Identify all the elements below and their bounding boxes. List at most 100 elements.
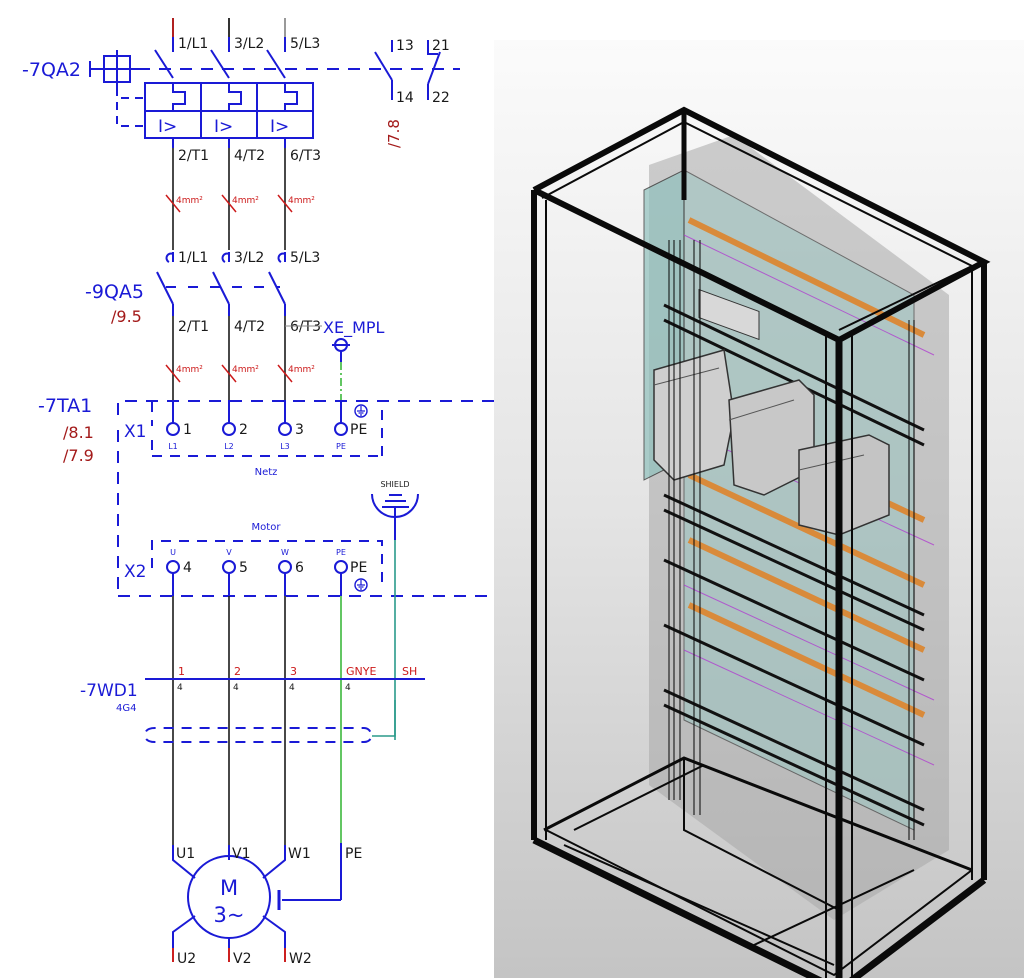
terminal-label: 6/T3: [290, 148, 321, 164]
drive-7TA1-tag: -7TA1: [38, 395, 92, 417]
motor-type-3phase: 3~: [214, 903, 245, 927]
aux-contact-22: 22: [432, 90, 450, 106]
terminal-label: V: [226, 548, 232, 557]
trip-symbol: I>: [214, 117, 233, 137]
aux-contact-21: 21: [432, 38, 450, 54]
cable-core-name: 2: [234, 665, 241, 678]
ground-icon: [354, 404, 368, 418]
wire-cross-section: 4mm²: [232, 196, 259, 206]
terminal-X1-3[interactable]: 3 L3: [278, 400, 304, 451]
cable-tag: -7WD1: [80, 681, 138, 701]
switch-9QA5[interactable]: -9QA5 /9.5 1/L1 3/L2 5/L3 2/T1 4/T2 6/T3: [85, 250, 321, 335]
cross-reference[interactable]: /8.1: [63, 423, 94, 442]
breaker-7QA2-tag: -7QA2: [22, 59, 81, 81]
pe-rail-XE_MPL[interactable]: XE_MPL: [285, 318, 385, 400]
terminal-X2-4[interactable]: U 4: [166, 548, 192, 596]
wire-cross-section: 4mm²: [232, 365, 259, 375]
drive-unit[interactable]: [798, 434, 890, 536]
terminal-label: 5/L3: [290, 36, 320, 52]
cable-core-name: 3: [290, 665, 297, 678]
cable-7WD1[interactable]: -7WD1 4G4 1 2 3 GNYE SH 4 4 4 4: [80, 665, 425, 743]
terminal-group-label: Motor: [252, 522, 282, 533]
terminal-number: 5: [239, 560, 248, 576]
wires-lower: [172, 596, 342, 845]
pe-rail-tag: XE_MPL: [323, 318, 385, 338]
terminal-number: 1: [183, 422, 192, 438]
terminal-label: 4/T2: [234, 319, 265, 335]
aux-contact-13: 13: [396, 38, 414, 54]
cable-core-size: 4: [345, 683, 351, 693]
cross-reference[interactable]: /7.8: [385, 119, 403, 148]
terminal-label: 2/T1: [178, 148, 209, 164]
cross-reference[interactable]: /7.9: [63, 446, 94, 465]
cable-core-name: 1: [178, 665, 185, 678]
wires-upper: 4mm² 4mm² 4mm²: [165, 138, 315, 250]
wire-cross-section: 4mm²: [288, 196, 315, 206]
cable-core-name: GNYE: [346, 665, 376, 678]
switch-9QA5-tag: -9QA5: [85, 281, 144, 303]
wire-cross-section: 4mm²: [176, 196, 203, 206]
terminal-X1-PE[interactable]: PE PE: [334, 400, 368, 451]
breaker-7QA2[interactable]: -7QA2 I> I> I> 1/L1 3/L2 5/L3: [22, 18, 460, 164]
cable-core-size: 4: [289, 683, 295, 693]
terminal-number: 4: [183, 560, 192, 576]
terminal-number: 3: [295, 422, 304, 438]
terminal-label: L1: [168, 442, 178, 451]
terminal-label: PE: [336, 442, 346, 451]
wires-middle: 4mm² 4mm² 4mm²: [165, 316, 315, 400]
terminal-label: L3: [280, 442, 290, 451]
motor-terminal: W2: [289, 951, 312, 967]
motor-pe-label: PE: [345, 846, 362, 862]
terminal-number: 2: [239, 422, 248, 438]
cable-type: 4G4: [116, 703, 136, 714]
cable-core-size: 4: [233, 683, 239, 693]
terminal-group-label: Netz: [255, 467, 278, 478]
wire-cross-section: 4mm²: [288, 365, 315, 375]
terminal-block-X1[interactable]: X1 Netz 1 L1 2 L2 3 L3 PE PE: [124, 400, 383, 478]
terminal-label: 2/T1: [178, 319, 209, 335]
motor-terminal: W1: [288, 846, 311, 862]
trip-symbol: I>: [270, 117, 289, 137]
motor-terminal: V2: [233, 951, 251, 967]
terminal-label: 3/L2: [234, 250, 264, 266]
aux-contact-14: 14: [396, 90, 414, 106]
drive-7TA1[interactable]: -7TA1 /8.1 /7.9: [38, 395, 494, 597]
terminal-X2-5[interactable]: V 5: [222, 548, 248, 596]
shield-label: SHIELD: [380, 480, 409, 489]
motor-terminal: V1: [232, 846, 250, 862]
terminal-label: 5/L3: [290, 250, 320, 266]
terminal-X1-2[interactable]: 2 L2: [222, 400, 248, 451]
terminal-label: L2: [224, 442, 234, 451]
terminal-label: 6/T3: [290, 319, 321, 335]
wire-cross-section: 4mm²: [176, 365, 203, 375]
motor-terminal: U2: [177, 951, 196, 967]
ground-icon: [354, 578, 368, 592]
trip-symbol: I>: [158, 117, 177, 137]
terminal-label: W: [281, 548, 289, 557]
terminal-label: 3/L2: [234, 36, 264, 52]
cabinet-3d-view[interactable]: [494, 40, 1024, 978]
terminal-label: 1/L1: [178, 250, 208, 266]
cable-core-name: SH: [402, 665, 417, 678]
terminal-label: U: [170, 548, 176, 557]
terminal-X2-6[interactable]: W 6: [278, 548, 304, 596]
cable-shield-icon: [143, 727, 374, 743]
terminal-block-tag: X2: [124, 562, 146, 582]
terminal-block-X2[interactable]: Motor X2 U 4 V 5 W 6 PE PE: [124, 522, 383, 596]
terminal-number: PE: [350, 422, 367, 438]
terminal-X1-1[interactable]: 1 L1: [166, 400, 192, 451]
terminal-number: PE: [350, 560, 367, 576]
cross-reference[interactable]: /9.5: [111, 307, 142, 326]
terminal-number: 6: [295, 560, 304, 576]
terminal-label: PE: [336, 548, 346, 557]
motor-symbol[interactable]: M 3~ U1 V1 W1 PE U2 V2 W2: [172, 843, 362, 967]
motor-type-M: M: [220, 876, 238, 900]
terminal-strip: [698, 288, 760, 341]
enclosure-frame: [531, 106, 991, 978]
terminal-X2-PE[interactable]: PE PE: [334, 548, 368, 596]
terminal-label: 4/T2: [234, 148, 265, 164]
cable-core-size: 4: [177, 683, 183, 693]
circuit-schematic: -7QA2 I> I> I> 1/L1 3/L2 5/L3: [22, 18, 494, 967]
motor-terminal: U1: [176, 846, 195, 862]
terminal-block-tag: X1: [124, 422, 146, 442]
